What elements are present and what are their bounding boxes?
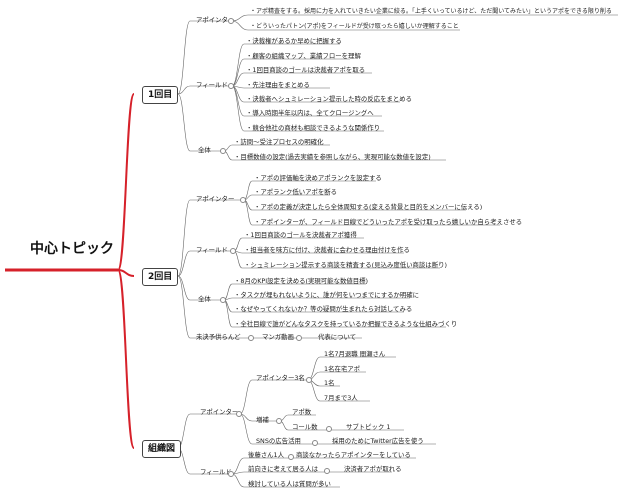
round2-pending-item[interactable]: マンガ動画 (262, 333, 294, 341)
collapse-toggle[interactable] (276, 418, 282, 424)
round1-appointer-item[interactable]: ・どういったパトン(アポ)をフィールドが受け取ったら嬉しいか理解すること (250, 23, 459, 30)
org-sns-label[interactable]: SNSの広告活用 (256, 437, 301, 445)
round2-pending-item[interactable]: 代表について (318, 333, 357, 341)
round1-appointer-label[interactable]: アポインター (196, 16, 235, 24)
org-field-row-a[interactable]: 後藤さん1人 (248, 451, 285, 459)
link-icon (288, 454, 294, 460)
round1-field-item[interactable]: ・1回目商談のゴールは決裁者アポを取る (246, 66, 366, 74)
link-icon (312, 440, 318, 446)
round1-overall-label[interactable]: 全体 (198, 146, 211, 154)
round2-overall-item[interactable]: ・なぜやってくれないか？等の疑問が生まれたら対話してみる (234, 305, 413, 313)
org-appointer3-label[interactable]: アポインター3名 (256, 374, 305, 382)
org-reinforce-label[interactable]: 増補 (256, 416, 269, 424)
collapse-toggle[interactable] (228, 83, 234, 89)
org-appointer3-item[interactable]: 7月まで3人 (324, 394, 358, 402)
org-field-row-a[interactable]: 前向きに考えて居る人は (248, 465, 318, 473)
collapse-toggle[interactable] (230, 248, 236, 254)
round2-pending-label[interactable]: 未決予供らんど (196, 333, 241, 341)
round1-overall-item[interactable]: ・目標数値の設定(過去実績を参照しながら、実現可能な数値を設定) (234, 153, 431, 161)
round1-field-item[interactable]: ・先注理由をまとめる (246, 81, 310, 89)
link-icon (326, 426, 332, 432)
round1-field-item[interactable]: ・競合他社の商材も相談できるような関係作り (246, 124, 381, 132)
link-icon (248, 335, 254, 341)
round2-appointer-item[interactable]: ・アポの定義が決定したら全体周知する(変える背景と目的をメンバーに伝える) (254, 203, 483, 211)
round1-field-item[interactable]: ・決裁権があるか早めに把握する (246, 37, 342, 45)
round2-overall-label[interactable]: 全体 (198, 295, 211, 303)
org-appointer-label[interactable]: アポインター (200, 408, 239, 416)
org-appointer3-item[interactable]: 1名 (324, 379, 335, 387)
collapse-toggle[interactable] (228, 471, 234, 477)
round2-overall-item[interactable]: ・タスクが埋もれないように、誰が何をいつまでにするか明確に (234, 291, 420, 299)
org-appointer3-item[interactable]: 1名在宅アポ (324, 365, 361, 373)
collapse-toggle[interactable] (228, 18, 234, 24)
round1-field-item[interactable]: ・導入時期半年以内は、全てクロージングへ (246, 109, 374, 117)
round1-appointer-item[interactable]: ・アポ精査をする。採用に力を入れていきたい企業に絞る。「上手くいっているけど、た… (250, 8, 612, 15)
central-topic[interactable]: 中心トピック (30, 241, 114, 257)
org-call-count[interactable]: コール数 (292, 423, 318, 431)
round2-appointer-label[interactable]: アポインター (196, 195, 235, 203)
round2-field-item[interactable]: ・担当者を味方に付け、決裁者に会わせる理由付けを作る (244, 246, 410, 254)
collapse-toggle[interactable] (240, 197, 246, 203)
org-field-label[interactable]: フィールド (200, 468, 232, 476)
link-icon (296, 335, 302, 341)
org-field-row-b[interactable]: 商談なかったらアポインターをしている (296, 451, 411, 459)
round2-field-item[interactable]: ・1回目商談のゴールを決裁者アポ獲得 (244, 231, 357, 239)
link-icon (324, 468, 330, 474)
collapse-toggle[interactable] (220, 148, 226, 154)
round1-field-item[interactable]: ・顧客の組織マップ、業績フローを理解 (246, 52, 361, 60)
topic-round1[interactable]: 1回目 (142, 86, 179, 104)
round2-appointer-item[interactable]: ・アポの評価軸を決めアポランクを設定する (254, 174, 382, 182)
round2-appointer-item[interactable]: ・アポランク低いアポを断る (254, 188, 338, 196)
org-subtopic[interactable]: サブトピック 1 (346, 423, 391, 431)
collapse-toggle[interactable] (236, 411, 242, 417)
org-sns-item[interactable]: 採用のためにTwitter広告を使う (332, 437, 424, 445)
collapse-toggle[interactable] (220, 297, 226, 303)
round1-overall-item[interactable]: ・訪問〜受注プロセスの明確化 (234, 138, 324, 146)
round2-field-label[interactable]: フィールド (196, 246, 228, 254)
round2-appointer-item[interactable]: ・アポインターが、フィールド目線でどういったアポを受け取ったら嬉しいか自ら考えさ… (254, 218, 523, 226)
org-field-row-b[interactable]: 決済者アポが取れる (344, 465, 402, 473)
org-field-row-a[interactable]: 検討している人は質問が多い (248, 480, 331, 488)
round2-overall-item[interactable]: ・8月のKPI設定を決める(実現可能な数値目標) (234, 277, 369, 285)
org-apo-count[interactable]: アポ数 (292, 408, 312, 416)
round1-field-item[interactable]: ・決裁者へシュミレーション提示した時の反応をまとめる (246, 95, 413, 103)
round1-field-label[interactable]: フィールド (196, 81, 228, 89)
round2-field-item[interactable]: ・シュミレーション提示する商談を精査する(見込み度低い商談は断り) (244, 261, 447, 269)
topic-round2[interactable]: 2回目 (142, 268, 179, 286)
topic-org-chart[interactable]: 組織図 (142, 440, 182, 458)
org-appointer3-item[interactable]: 1名7月退職 間瀬さん (324, 350, 386, 358)
round2-overall-item[interactable]: ・全社目線で誰がどんなタスクを持っているか把握できるような仕組みづくり (234, 320, 458, 328)
collapse-toggle[interactable] (306, 377, 312, 383)
